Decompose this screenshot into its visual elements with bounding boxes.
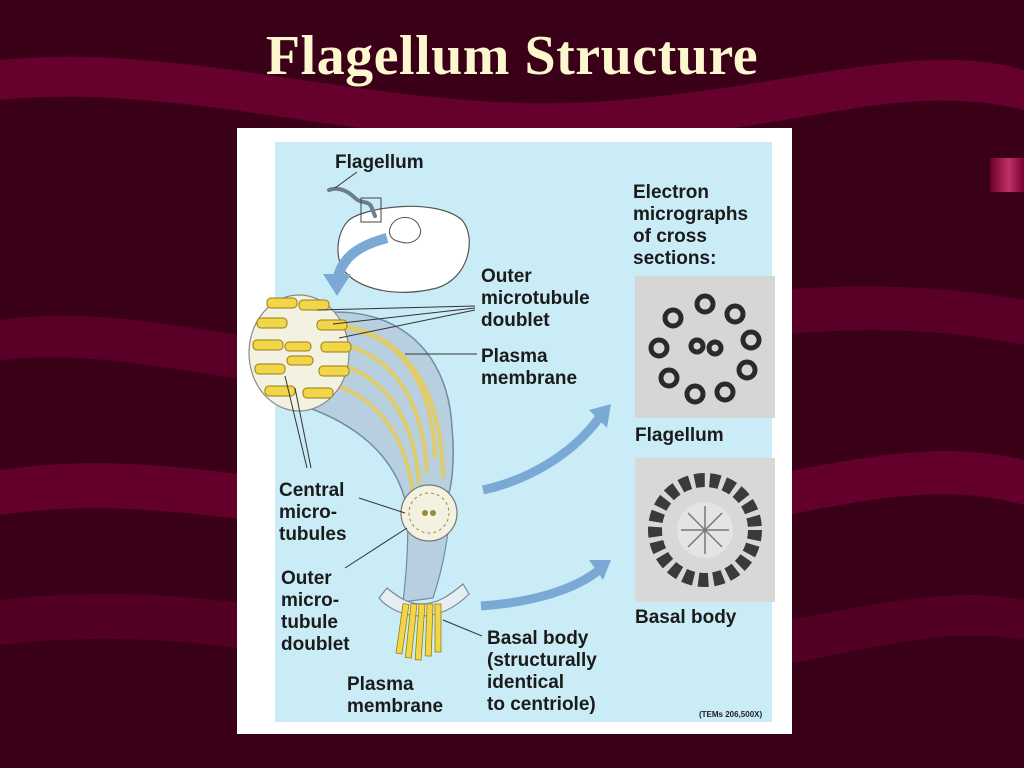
label-electron-micrographs: Electron micrographs of cross sections: xyxy=(633,182,749,269)
label-basal-body-micrograph: Basal body xyxy=(635,607,737,628)
flagellum-micrograph xyxy=(635,276,775,418)
flagellum-top-leader xyxy=(334,171,358,189)
flagellum-diagram xyxy=(248,142,772,722)
label-basal-body-desc: Basal body (structurally identical to ce… xyxy=(487,628,597,715)
small-flagellum xyxy=(327,186,377,218)
label-flagellum-top: Flagellum xyxy=(335,152,424,173)
tem-magnification-note: (TEMs 206,500X) xyxy=(699,710,763,719)
label-flagellum-micrograph: Flagellum xyxy=(635,425,724,446)
label-central-microtubules: Central micro- tubules xyxy=(279,480,347,545)
flagellum-cross-section xyxy=(248,294,350,412)
zoom-arrow-head xyxy=(323,274,351,296)
basal-body-tubules xyxy=(395,603,442,661)
label-plasma-membrane-bottom: Plasma membrane xyxy=(347,674,444,717)
label-outer-doublet-top: Outer microtubule doublet xyxy=(481,266,590,331)
side-tab-decoration xyxy=(990,158,1024,192)
figure-frame: Flagellum Electron micrographs of cross … xyxy=(237,128,792,734)
arrow-head-top xyxy=(589,404,611,428)
label-plasma-membrane-top: Plasma membrane xyxy=(481,346,578,389)
background-band xyxy=(0,56,1024,144)
leader-lines xyxy=(284,305,483,637)
basal-body-micrograph xyxy=(635,458,775,602)
arrow-to-flagellum-micrograph xyxy=(482,415,603,495)
zoom-box xyxy=(360,197,382,223)
outer-doublets-bundle xyxy=(252,297,352,399)
cell-nucleus xyxy=(388,217,421,244)
arrow-to-basal-micrograph xyxy=(480,566,602,611)
arrow-head-bottom xyxy=(589,560,611,580)
label-outer-doublet-bottom: Outer micro- tubule doublet xyxy=(281,568,350,655)
slide-title: Flagellum Structure xyxy=(265,25,759,87)
